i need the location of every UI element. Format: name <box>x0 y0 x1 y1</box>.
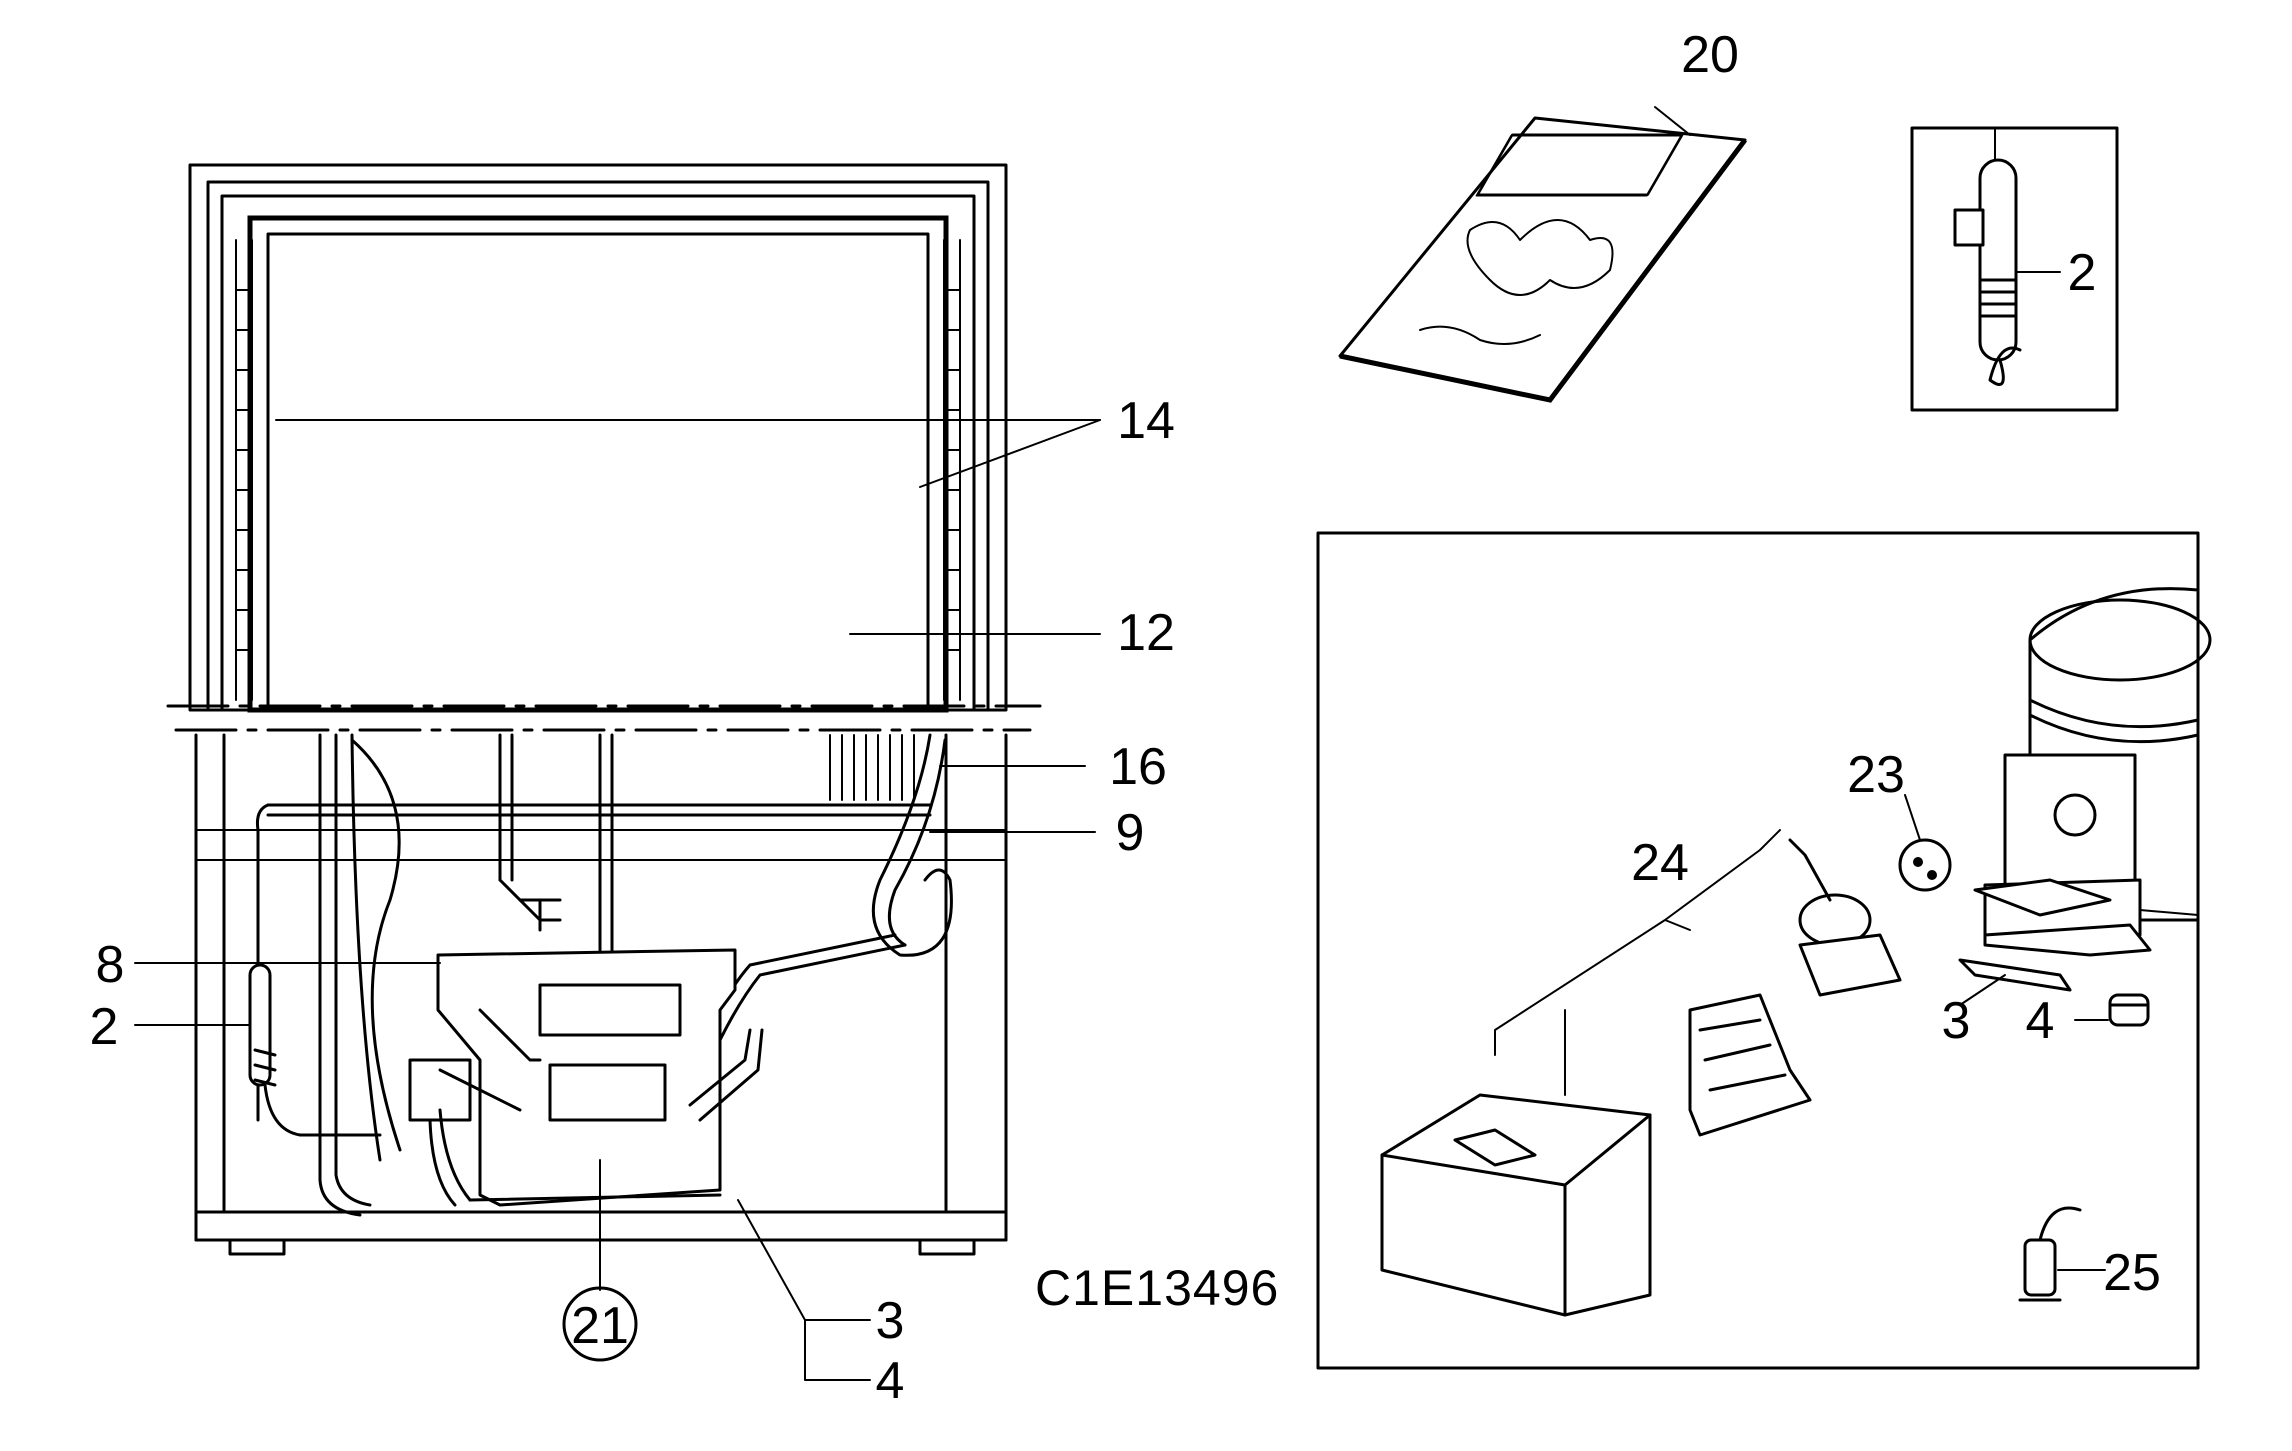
label-9: 9 <box>1116 804 1145 862</box>
label-20: 20 <box>1681 26 1739 84</box>
label-21: 21 <box>571 1297 629 1355</box>
condenser-tubes <box>829 734 915 801</box>
thermostat-main <box>248 963 382 1137</box>
gasket-left <box>235 239 253 701</box>
label-4-detail: 4 <box>2026 992 2055 1050</box>
drawing-code: C1E13496 <box>1035 1260 1279 1316</box>
label-24: 24 <box>1631 834 1689 892</box>
label-3-main: 3 <box>876 1292 905 1350</box>
gasket-right <box>943 239 961 701</box>
label-16: 16 <box>1109 738 1167 796</box>
manual-booklet <box>1338 106 1747 403</box>
callout-circle-21 <box>562 1286 638 1362</box>
thermostat-inset <box>1910 126 2119 412</box>
label-14: 14 <box>1117 392 1175 450</box>
label-25: 25 <box>2103 1244 2161 1302</box>
label-8: 8 <box>96 936 125 994</box>
cabinet-upper-section <box>166 163 1042 732</box>
compressor-detail-box <box>1316 531 2212 1370</box>
label-2-inset: 2 <box>2068 244 2097 302</box>
callout-labels: 20 2 14 12 16 9 8 2 21 3 4 C1E13496 23 2… <box>90 26 2161 1410</box>
leader-lines-main <box>134 419 1101 1381</box>
label-12: 12 <box>1117 604 1175 662</box>
label-3-detail: 3 <box>1942 992 1971 1050</box>
label-2-main: 2 <box>90 998 119 1056</box>
label-4-main: 4 <box>876 1352 905 1410</box>
label-23: 23 <box>1847 746 1905 804</box>
compressor-main <box>408 948 764 1207</box>
